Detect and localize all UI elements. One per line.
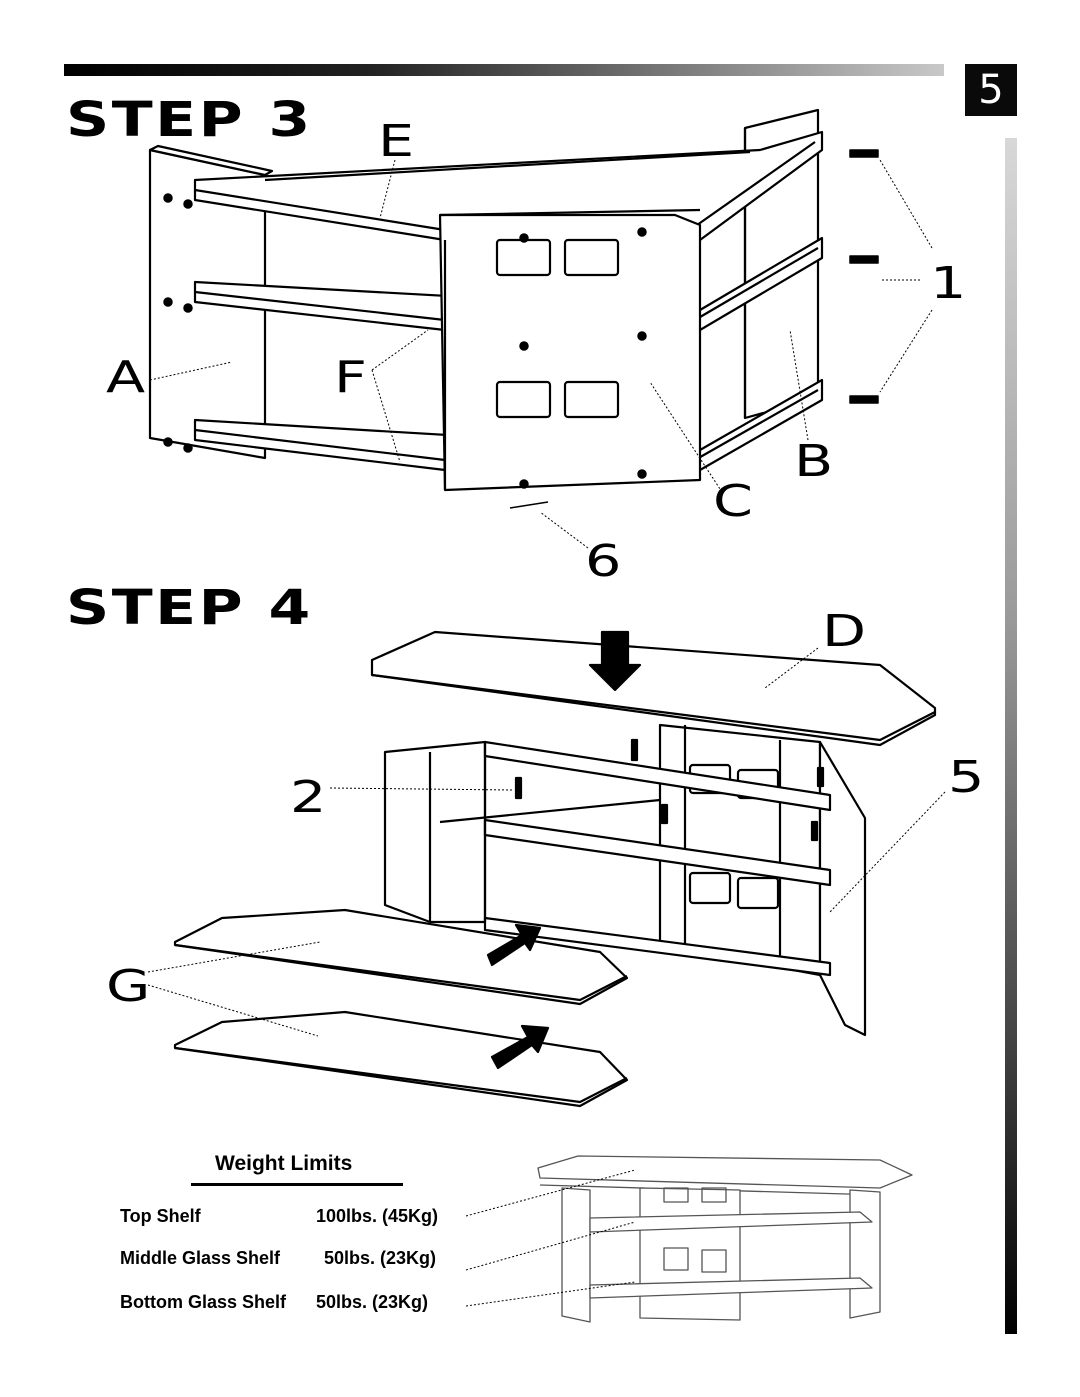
callout-f: F [334,352,367,403]
callout-a: A [106,352,146,403]
screws-step4 [514,738,825,842]
page-number-badge: 5 [965,64,1017,116]
callout-c: C [713,476,753,527]
callout-6: 6 [585,536,622,587]
top-shelf-d [370,630,937,747]
weight-row-top-shelf-name: Top Shelf [120,1206,201,1226]
weight-row-middle-shelf-limit: 50lbs. (23Kg) [324,1248,437,1268]
callout-g: G [106,961,151,1012]
leaders-step3 [149,159,933,549]
glass-shelf-g1 [173,908,629,1006]
glass-shelf-g2 [173,1010,629,1108]
down-arrow [588,630,642,692]
push-arrow-2 [490,1024,550,1070]
weight-limits-leaders [465,1169,636,1307]
weight-limits-cabinet-illustration [537,1155,913,1323]
step-3-title: STEP 3 [66,92,313,148]
weight-row-bottom-shelf-name: Bottom Glass Shelf [120,1292,287,1312]
callout-e: E [378,116,415,167]
leaders-step4 [147,647,946,1037]
callout-5: 5 [948,752,985,803]
weight-row-top-shelf-limit: 100lbs. (45Kg) [316,1206,439,1226]
screws-step3 [163,149,879,509]
callout-1: 1 [930,258,967,309]
header-gradient-bar [64,64,944,76]
callout-d: D [822,606,867,657]
callout-b: B [794,436,834,487]
side-gradient-bar [1005,138,1017,1334]
center-back-panel-c [438,208,702,492]
push-arrow-1 [486,923,542,967]
callout-2: 2 [290,772,327,823]
weight-limits-underline [191,1183,403,1186]
weight-limits-title: Weight Limits [215,1152,353,1175]
weight-row-middle-shelf-name: Middle Glass Shelf [120,1248,281,1268]
weight-row-bottom-shelf-limit: 50lbs. (23Kg) [316,1292,429,1312]
cabinet-body [383,723,867,1037]
step-4-title: STEP 4 [66,580,313,636]
